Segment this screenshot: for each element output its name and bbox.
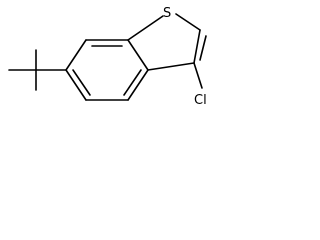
ring-double-bond-left bbox=[72, 69, 91, 96]
benzene-ring bbox=[65, 39, 149, 101]
ring-bond-3 bbox=[127, 39, 149, 71]
molecule-structure: S Cl bbox=[0, 0, 242, 115]
thiophene-double-bond-c2-c3 bbox=[199, 35, 207, 61]
structure-diagram: S Cl bbox=[8, 6, 207, 108]
chlorine-atom-label: Cl bbox=[194, 93, 207, 108]
chlorine-bond bbox=[193, 62, 203, 89]
thiophene-bond-c3-c3a bbox=[147, 62, 195, 71]
sulfur-atom-label: S bbox=[163, 6, 171, 21]
ring-bond-1 bbox=[65, 39, 87, 71]
tert-butyl-group bbox=[8, 49, 67, 91]
ring-double-bond-right bbox=[123, 69, 142, 96]
ring-bond-6 bbox=[65, 69, 87, 101]
thiophene-ring bbox=[127, 13, 207, 71]
ring-bond-4 bbox=[127, 69, 149, 101]
thiophene-bond-c2-c3 bbox=[193, 29, 201, 64]
thiophene-bond-s-c2 bbox=[175, 13, 201, 31]
thiophene-bond-c7a-s bbox=[127, 15, 164, 41]
